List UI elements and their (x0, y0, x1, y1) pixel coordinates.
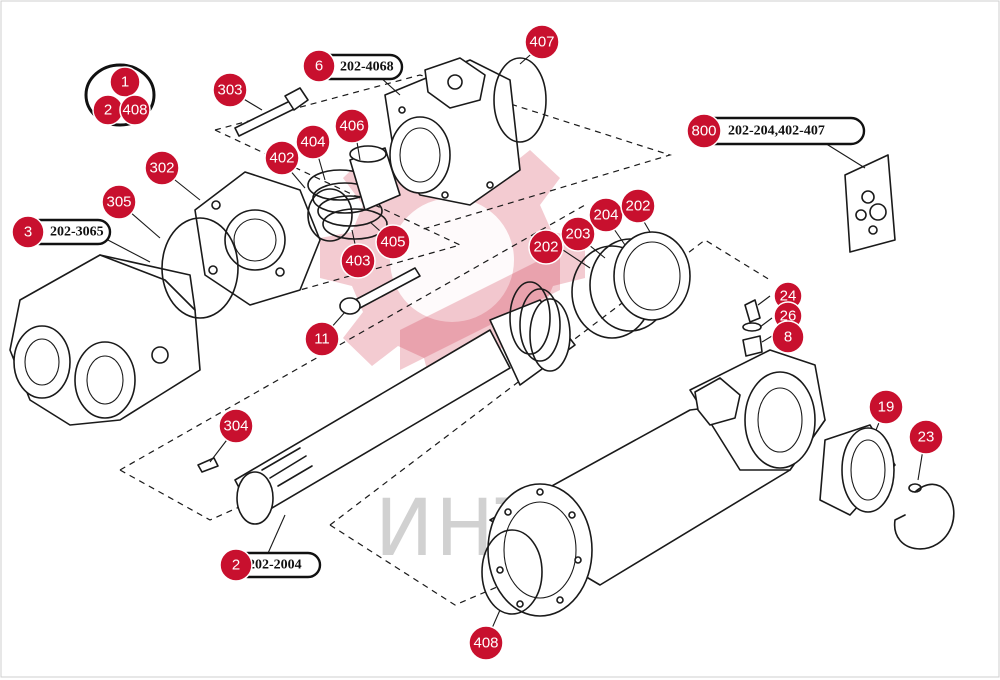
pin-304 (197, 457, 219, 473)
callout-2-group-ref[interactable]: 408 (119, 94, 151, 126)
o-ring-305 (161, 217, 239, 319)
callout-6[interactable]: 6 (302, 49, 336, 83)
svg-text:408: 408 (473, 635, 498, 652)
callout-203[interactable]: 203 (560, 216, 596, 252)
callout-402[interactable]: 402 (264, 140, 300, 176)
svg-text:403: 403 (345, 253, 370, 270)
svg-text:202: 202 (625, 198, 650, 215)
svg-text:305: 305 (106, 194, 131, 211)
svg-text:6: 6 (315, 58, 323, 75)
cylinder-tube (487, 349, 826, 617)
piston-rod (234, 281, 576, 525)
callout-11[interactable]: 11 (304, 321, 340, 357)
callout-24[interactable]: 24 (773, 281, 803, 311)
callout-303[interactable]: 303 (212, 72, 248, 108)
o-ring-408 (481, 529, 543, 615)
bushing-19 (819, 424, 896, 516)
svg-text:202-3065: 202-3065 (50, 225, 104, 240)
callout-8[interactable]: 8 (771, 320, 805, 354)
svg-text:402: 402 (269, 150, 294, 167)
seal-kit-package-800 (844, 154, 896, 253)
callout-800[interactable]: 800 (686, 113, 722, 149)
callout-407[interactable]: 407 (524, 24, 560, 60)
callout-406[interactable]: 406 (334, 108, 370, 144)
svg-text:24: 24 (780, 288, 797, 305)
svg-text:203: 203 (565, 226, 590, 243)
svg-text:202-4068: 202-4068 (340, 60, 394, 75)
rod-head-nut-302 (194, 171, 321, 306)
rod-eye-clevis (9, 254, 201, 426)
callout-302[interactable]: 302 (144, 150, 180, 186)
svg-text:19: 19 (878, 399, 895, 416)
svg-text:202-2004: 202-2004 (248, 558, 302, 573)
callout-2-group[interactable]: 2 (92, 94, 124, 126)
ref-pill-800: 202-204,402-407 (698, 116, 866, 146)
svg-text:407: 407 (529, 34, 554, 51)
svg-text:302: 302 (149, 160, 174, 177)
svg-text:8: 8 (784, 329, 792, 346)
svg-text:2: 2 (232, 557, 240, 574)
callout-403[interactable]: 403 (340, 243, 376, 279)
callout-304[interactable]: 304 (218, 408, 254, 444)
callout-1[interactable]: 1 (109, 66, 141, 98)
svg-text:406: 406 (339, 118, 364, 135)
sleeve-406 (349, 145, 401, 211)
svg-text:405: 405 (380, 234, 405, 251)
callout-23[interactable]: 23 (908, 419, 944, 455)
bolt-11 (339, 267, 421, 315)
svg-text:11: 11 (314, 331, 330, 348)
svg-text:304: 304 (223, 418, 248, 435)
o-ring-407 (493, 57, 547, 143)
grease-fittings (742, 299, 763, 357)
callout-202-top[interactable]: 202 (620, 188, 656, 224)
svg-text:303: 303 (217, 82, 242, 99)
svg-text:404: 404 (300, 134, 325, 151)
callout-408[interactable]: 408 (468, 625, 504, 661)
callout-405[interactable]: 405 (375, 224, 411, 260)
snap-ring-23 (894, 483, 955, 550)
callout-202-left[interactable]: 202 (528, 229, 564, 265)
svg-text:26: 26 (780, 308, 797, 325)
callout-19[interactable]: 19 (868, 389, 904, 425)
callout-3[interactable]: 3 (11, 215, 45, 249)
callout-404[interactable]: 404 (295, 124, 331, 160)
callout-204[interactable]: 204 (588, 197, 624, 233)
svg-text:1: 1 (121, 74, 129, 91)
callout-2-rod[interactable]: 2 (219, 548, 253, 582)
svg-text:800: 800 (691, 123, 716, 140)
svg-text:202: 202 (533, 239, 558, 256)
svg-text:2: 2 (104, 102, 112, 119)
bolt-303 (234, 87, 309, 137)
svg-text:408: 408 (122, 102, 147, 119)
gland-housing (384, 57, 521, 206)
svg-text:204: 204 (593, 207, 618, 224)
svg-text:3: 3 (24, 224, 32, 241)
svg-text:202-204,402-407: 202-204,402-407 (728, 124, 825, 139)
piston-seal-kit (571, 231, 691, 339)
ref-pill-202-2004: 202-2004 (234, 551, 322, 579)
svg-text:23: 23 (918, 429, 935, 446)
callout-305[interactable]: 305 (101, 184, 137, 220)
snap-ring-eye (908, 483, 922, 493)
